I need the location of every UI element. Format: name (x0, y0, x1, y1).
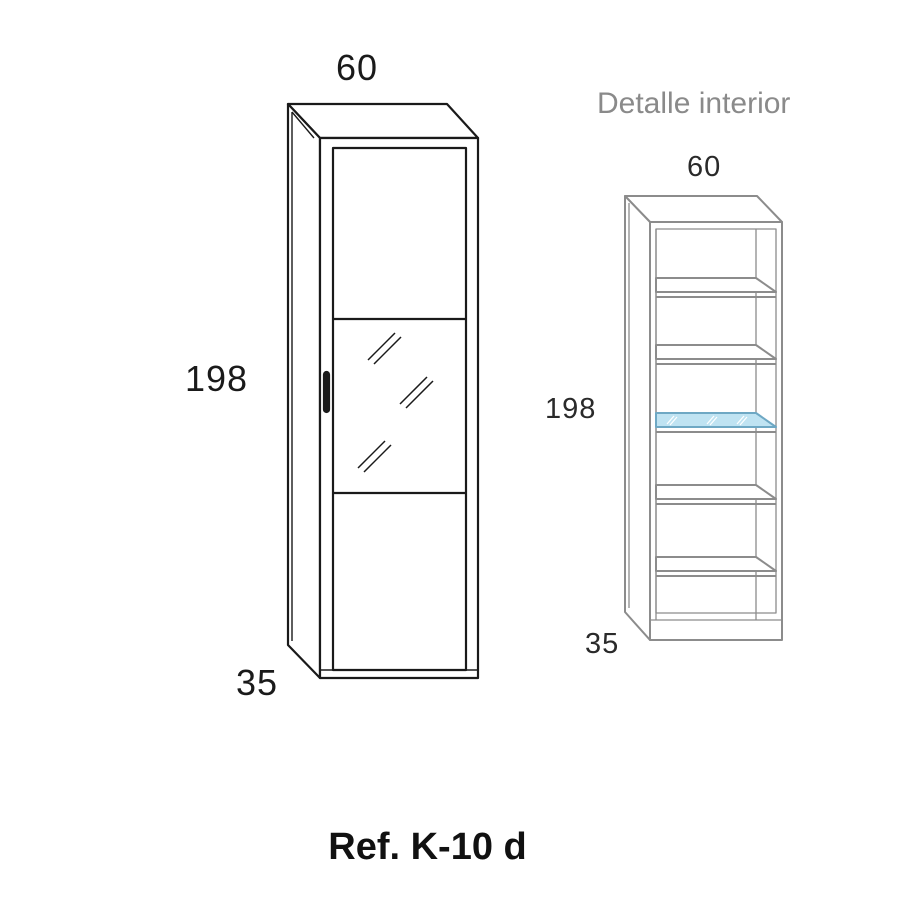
shelf-1 (655, 277, 777, 293)
main-cabinet-door (331, 146, 468, 672)
main-height-dimension: 198 (185, 358, 249, 399)
product-reference: Ref. K-10 d (328, 826, 527, 868)
detail-cabinet-drawing (624, 195, 783, 641)
detail-interior-title: Detalle interior (597, 87, 791, 120)
main-width-dimension: 60 (336, 47, 379, 88)
glass-shelf (655, 412, 777, 428)
shelf-5 (655, 556, 777, 572)
door-handle (322, 370, 331, 414)
detail-cabinet-top (624, 195, 783, 223)
shelf-2 (655, 344, 777, 360)
main-depth-dimension: 35 (236, 662, 279, 703)
glass-reflection-marks (357, 332, 434, 473)
shelf-4 (655, 484, 777, 500)
detail-depth-dimension: 35 (585, 628, 620, 660)
detail-height-dimension: 198 (545, 393, 597, 425)
detail-shelves (655, 277, 777, 577)
detail-width-dimension: 60 (687, 151, 722, 183)
main-cabinet-side (286, 102, 322, 680)
